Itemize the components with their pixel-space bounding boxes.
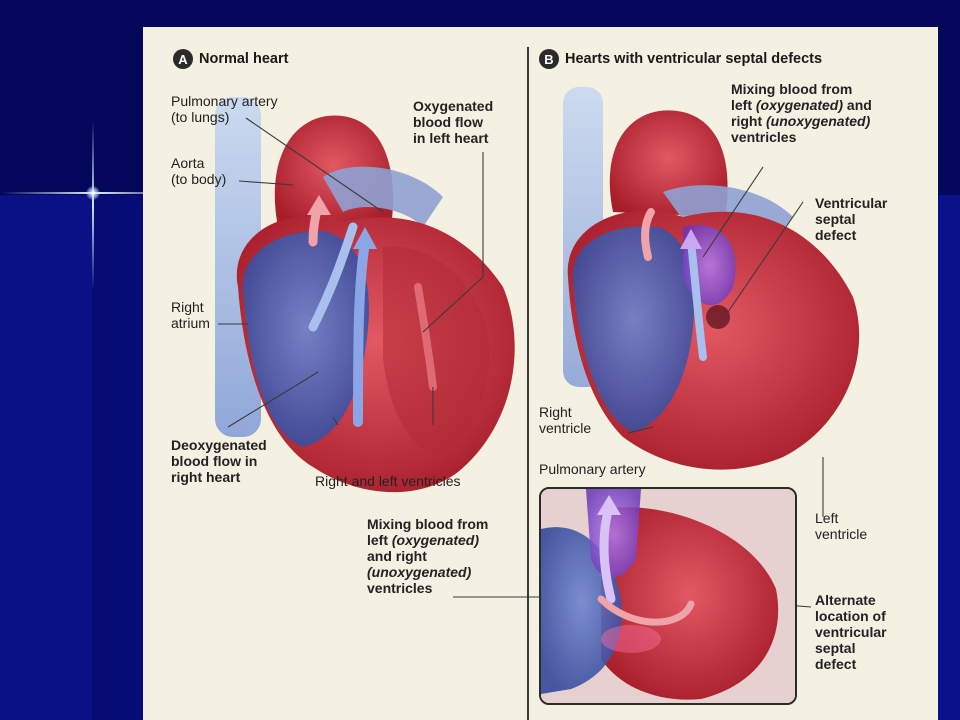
label-line: and right xyxy=(367,548,427,564)
heart-illustrations xyxy=(215,87,860,608)
label-line: Mixing blood from xyxy=(731,81,853,97)
leader-pulmonary-artery xyxy=(245,117,384,213)
label-mixing-blood-inset: Mixing blood from left (oxygenated) and … xyxy=(367,516,488,596)
label-line: Left xyxy=(815,510,839,526)
right-heart-chambers-a xyxy=(242,231,369,447)
label-ventricular-septal-defect: Ventricular septal defect xyxy=(815,195,887,243)
leader-ventricles-left xyxy=(332,416,339,426)
label-line: right heart xyxy=(171,469,241,485)
label-line: ventricles xyxy=(367,580,433,596)
right-heart-chambers-b xyxy=(572,226,695,432)
normal-heart-illustration xyxy=(215,97,515,493)
label-right-atrium: Right atrium xyxy=(171,299,210,331)
label-line: location of xyxy=(815,608,886,624)
inset-illustration xyxy=(541,489,795,703)
label-line: ventricle xyxy=(539,420,592,436)
panel-b-badge: B xyxy=(539,49,559,69)
label-line: defect xyxy=(815,656,857,672)
label-pulmonary-artery-inset: Pulmonary artery xyxy=(539,461,646,477)
vsd-heart-illustration xyxy=(563,87,860,470)
slide-left-band xyxy=(0,195,92,720)
flow-arrowhead xyxy=(353,227,377,249)
panel-a-badge: A xyxy=(173,49,193,69)
label-line: (unoxygenated) xyxy=(367,564,488,580)
leader-oxygenated-2 xyxy=(422,276,484,333)
label-right-ventricle: Right ventricle xyxy=(539,404,591,436)
label-fragment-italic: (unoxygenated) xyxy=(766,113,871,129)
label-fragment-italic: (unoxygenated) xyxy=(367,564,472,580)
heart-diagram-figure: A Normal heart B Hearts with ventricular… xyxy=(143,27,938,720)
mixed-flow-arrow xyxy=(687,238,707,361)
label-line: atrium xyxy=(171,315,210,331)
left-ventricle-a xyxy=(383,246,490,457)
label-line: Right xyxy=(539,404,572,420)
label-right-and-left-ventricles: Right and left ventricles xyxy=(315,473,461,489)
label-fragment: left xyxy=(731,97,756,113)
panel-a-header: A Normal heart xyxy=(173,49,288,69)
deoxygenated-flow-arrow xyxy=(308,222,358,332)
oxygenated-flow-arrow-b xyxy=(641,208,655,261)
label-line: Deoxygenated xyxy=(171,437,267,453)
inset-defect-glow xyxy=(601,625,661,653)
left-heart-flow xyxy=(414,283,437,391)
leader-right-ventricle xyxy=(627,426,654,434)
label-line: left (oxygenated) xyxy=(367,532,488,548)
label-fragment-italic: (oxygenated) xyxy=(755,97,844,113)
panel-b-title: Hearts with ventricular septal defects xyxy=(565,51,823,67)
alternate-vsd-inset xyxy=(539,487,797,705)
label-fragment: and xyxy=(843,97,872,113)
mixed-flow-arrowhead xyxy=(680,229,702,249)
label-line: ventricle xyxy=(815,526,868,542)
label-line: ventricular xyxy=(815,624,887,640)
label-line: septal xyxy=(815,211,856,227)
panel-a-title: Normal heart xyxy=(199,51,289,67)
label-line: Alternate xyxy=(815,592,876,608)
leader-mixing-top xyxy=(702,166,764,258)
pulmonary-artery-a xyxy=(323,166,443,227)
label-line: Aorta xyxy=(171,155,205,171)
label-pulmonary-artery: Pulmonary artery (to lungs) xyxy=(171,93,278,125)
label-line: (to lungs) xyxy=(171,109,230,125)
label-line: ventricles xyxy=(731,129,797,145)
label-line: septal xyxy=(815,640,856,656)
inset-oxygenated-flow xyxy=(597,595,695,626)
label-deoxygenated-flow: Deoxygenated blood flow in right heart xyxy=(171,437,267,485)
label-line: (to body) xyxy=(171,171,227,187)
light-flare-center xyxy=(86,186,100,200)
label-line: in left heart xyxy=(413,130,489,146)
flow-arrowhead-red xyxy=(307,195,331,215)
label-line: Pulmonary artery xyxy=(171,93,278,109)
label-left-ventricle: Left ventricle xyxy=(815,510,867,542)
label-line: blood flow xyxy=(413,114,483,130)
panel-b-header: B Hearts with ventricular septal defects xyxy=(539,49,822,69)
label-line: Ventricular xyxy=(815,195,888,211)
label-fragment-italic: (oxygenated) xyxy=(391,532,480,548)
leader-deoxygenated xyxy=(227,371,319,428)
label-aorta: Aorta (to body) xyxy=(171,155,226,187)
panel-divider xyxy=(527,47,529,720)
label-fragment: right xyxy=(731,113,766,129)
light-flare-vertical xyxy=(92,120,94,290)
leader-aorta xyxy=(238,180,294,186)
deoxygenated-flow-arrow-2 xyxy=(353,237,370,427)
inset-flow-arrowhead xyxy=(597,495,621,515)
label-line: right (unoxygenated) xyxy=(731,113,872,129)
label-fragment: left xyxy=(367,532,392,548)
label-mixing-blood-top: Mixing blood from left (oxygenated) and … xyxy=(731,81,872,145)
leader-vsd xyxy=(727,201,804,313)
label-oxygenated-flow: Oxygenated blood flow in left heart xyxy=(413,98,493,146)
septal-defect-hole xyxy=(706,305,730,329)
label-line: Oxygenated xyxy=(413,98,494,114)
label-alternate-location: Alternate location of ventricular septal… xyxy=(815,592,887,672)
label-line: Mixing blood from xyxy=(367,516,489,532)
label-line: blood flow in xyxy=(171,453,258,469)
label-line: defect xyxy=(815,227,857,243)
label-line: Right xyxy=(171,299,204,315)
label-line: left (oxygenated) and xyxy=(731,97,872,113)
